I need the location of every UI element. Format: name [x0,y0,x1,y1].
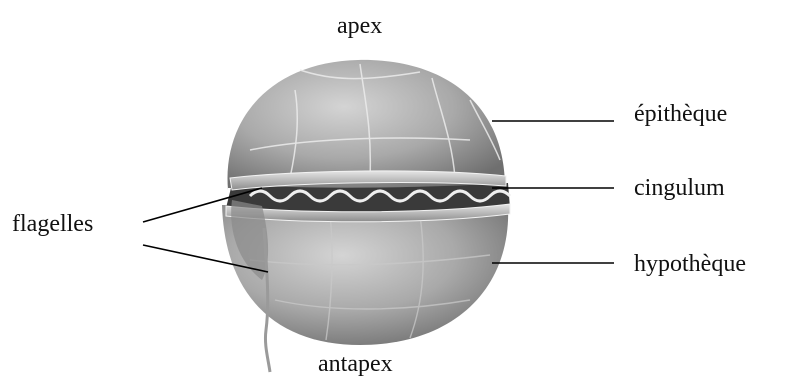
hypotheque-label: hypothèque [634,252,746,276]
cingulum-label: cingulum [634,176,725,200]
epitheque-shell [227,60,505,190]
epitheque-label: épithèque [634,102,727,126]
antapex-label: antapex [318,352,393,376]
flagelles-label: flagelles [12,212,93,236]
apex-label: apex [337,14,382,38]
cingulum-groove [226,171,510,222]
